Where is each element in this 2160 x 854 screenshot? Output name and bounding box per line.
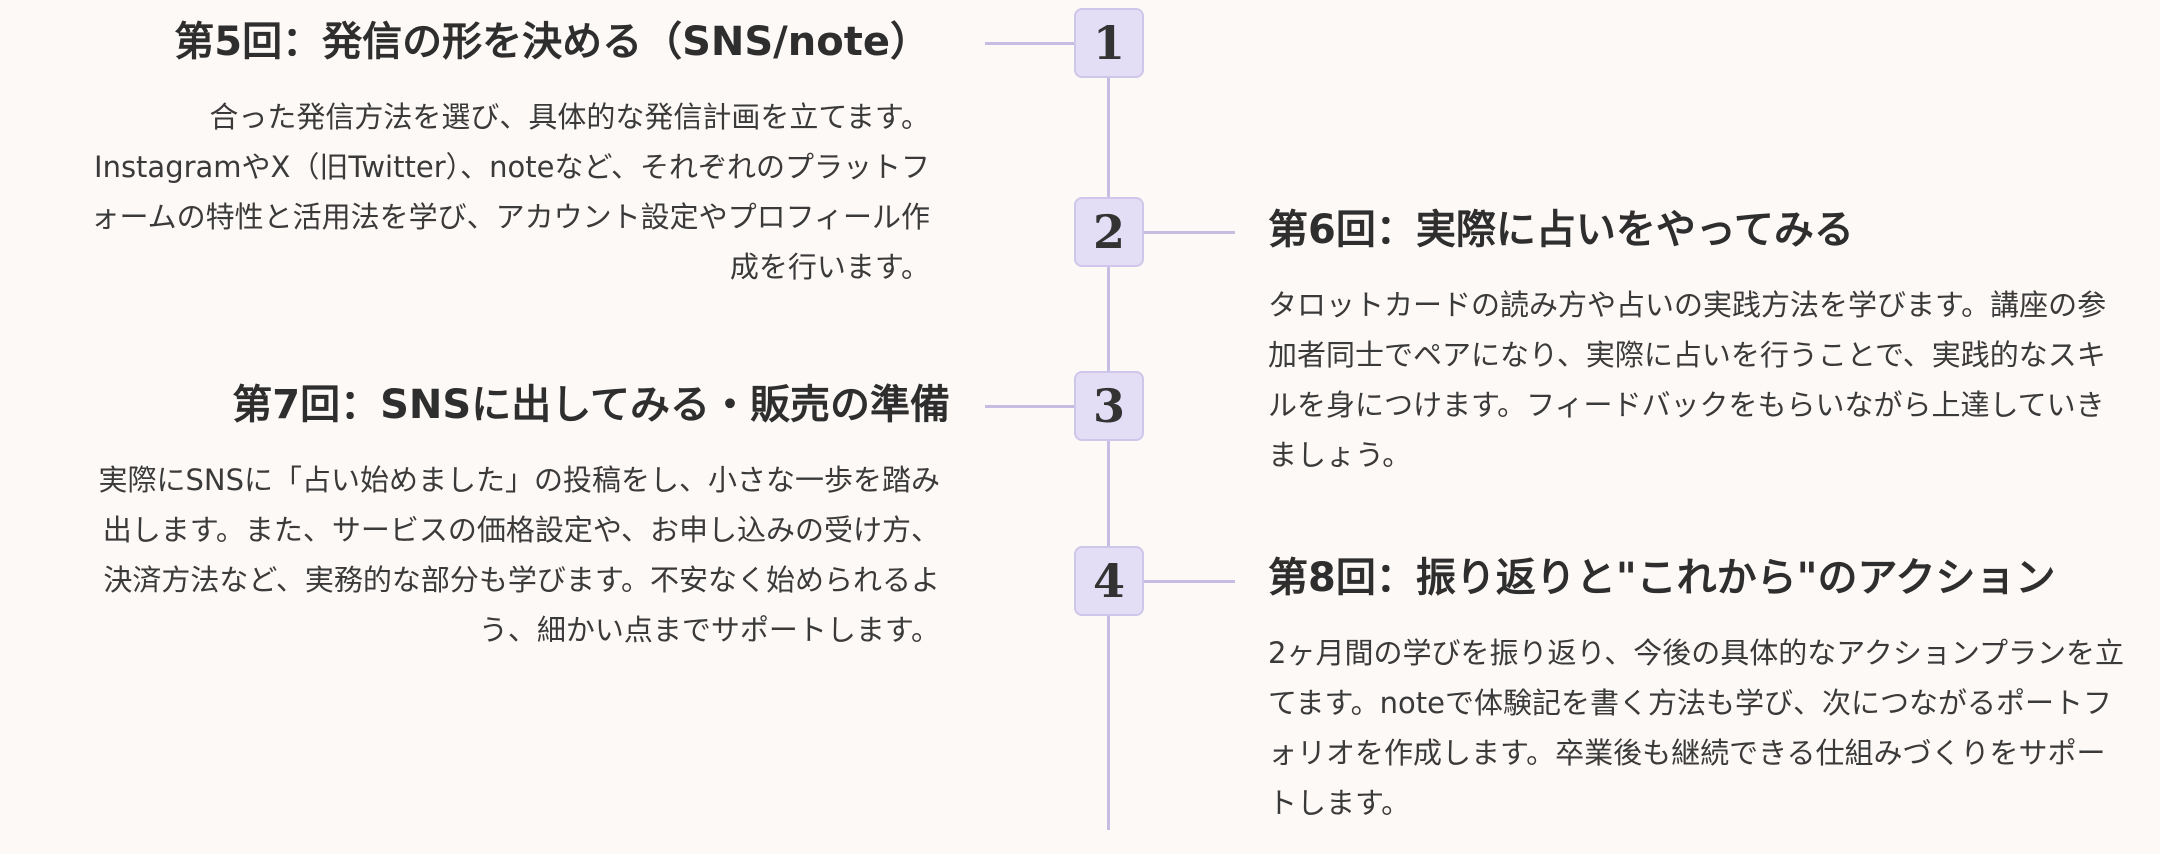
timeline-connector [1143, 231, 1235, 234]
timeline-marker-4: 4 [1074, 546, 1144, 616]
session-title: 第7回：SNSに出してみる・販売の準備 [232, 382, 950, 428]
session-8: 第8回：振り返りと"これから"のアクション 2ヶ月間の学びを振り返り、今後の具体… [1268, 550, 2128, 828]
timeline-marker-2: 2 [1074, 197, 1144, 267]
session-description: 実際にSNSに「占い始めました」の投稿をし、小さな一歩を踏み出します。また、サー… [98, 463, 940, 647]
session-description: 合った発信方法を選び、具体的な発信計画を立てます。InstagramやX（旧Tw… [90, 100, 930, 284]
session-7: 第7回：SNSに出してみる・販売の準備 実際にSNSに「占い始めました」の投稿を… [90, 377, 950, 655]
session-title: 第8回：振り返りと"これから"のアクション [1268, 555, 2056, 601]
timeline-connector [985, 42, 1075, 45]
session-title: 第5回：発信の形を決める（SNS/note） [174, 19, 930, 65]
session-description: タロットカードの読み方や占いの実践方法を学びます。講座の参加者同士でペアになり、… [1268, 288, 2107, 472]
session-title: 第6回：実際に占いをやってみる [1268, 207, 1854, 253]
session-5: 第5回：発信の形を決める（SNS/note） 合った発信方法を選び、具体的な発信… [90, 14, 940, 292]
timeline-connector [1143, 580, 1235, 583]
timeline-marker-3: 3 [1074, 371, 1144, 441]
timeline-connector [985, 405, 1075, 408]
timeline-marker-1: 1 [1074, 8, 1144, 78]
session-description: 2ヶ月間の学びを振り返り、今後の具体的なアクションプランを立てます。noteで体… [1268, 636, 2124, 820]
session-6: 第6回：実際に占いをやってみる タロットカードの読み方や占いの実践方法を学びます… [1268, 202, 2128, 480]
